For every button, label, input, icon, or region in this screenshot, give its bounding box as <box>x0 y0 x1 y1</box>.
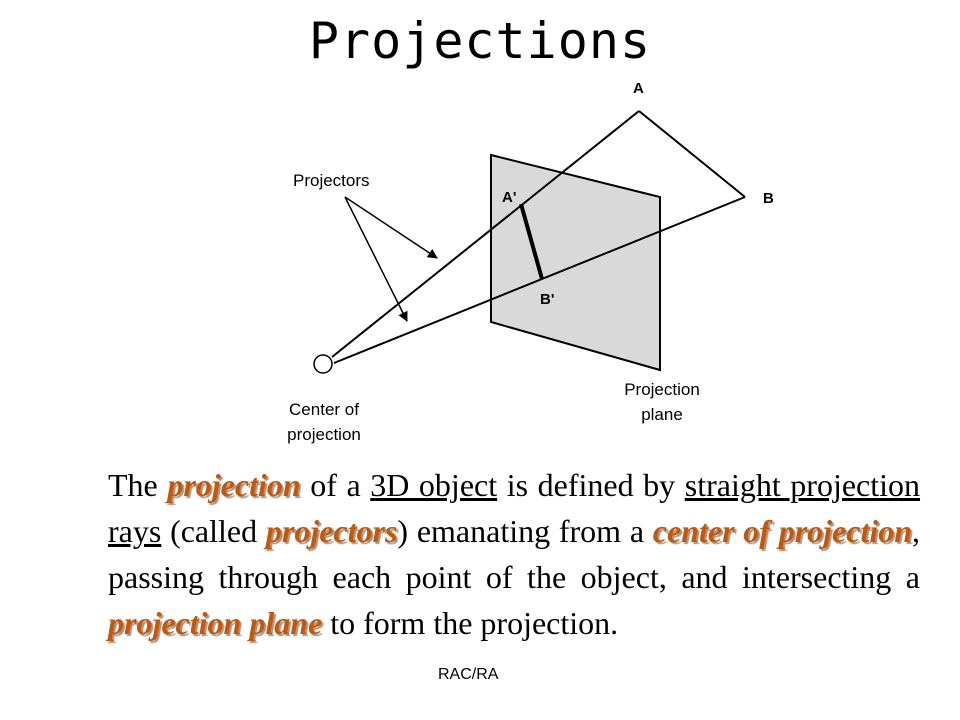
text-segment: , passing through each point of the obje… <box>108 513 921 595</box>
underlined-3d-object: 3D object <box>370 467 498 503</box>
label-center-line1: Center of <box>289 400 359 419</box>
projector-ray-b <box>333 196 746 364</box>
label-a-prime: A' <box>502 189 516 206</box>
label-center-line2: projection <box>287 425 361 444</box>
footer-label: RAC/RA <box>438 666 499 683</box>
label-projectors: Projectors <box>293 171 370 190</box>
label-plane-line2: plane <box>641 405 683 424</box>
text-segment: is defined by <box>497 467 685 503</box>
text-segment: The <box>108 467 168 503</box>
center-of-projection-point <box>313 354 333 374</box>
label-b-prime: B' <box>540 291 554 308</box>
keyword-projection-plane: projection plane <box>108 605 323 641</box>
projectors-arrow-1 <box>344 196 438 259</box>
keyword-projectors: projectors <box>265 513 398 549</box>
label-plane-line1: Projection <box>624 380 700 399</box>
text-segment: (called <box>161 513 266 549</box>
text-segment: of a <box>300 467 371 503</box>
text-segment: ) emanating from a <box>397 513 653 549</box>
projectors-arrow-2 <box>344 196 408 322</box>
keyword-center-of-projection: center of projection <box>652 513 913 549</box>
projected-segment <box>519 203 544 280</box>
object-segment-ab <box>638 110 746 198</box>
text-segment: to form the projection. <box>322 605 619 641</box>
page-title: Projections <box>308 12 652 70</box>
underlined-straight-projection-rays: straight projection rays <box>108 467 921 549</box>
keyword-projection: projection <box>167 467 301 503</box>
projector-ray-a <box>331 110 640 358</box>
projection-plane <box>490 153 661 372</box>
definition-paragraph: The projection of a 3D object is defined… <box>108 462 920 646</box>
label-b: B <box>763 190 774 207</box>
label-a: A <box>633 80 644 97</box>
